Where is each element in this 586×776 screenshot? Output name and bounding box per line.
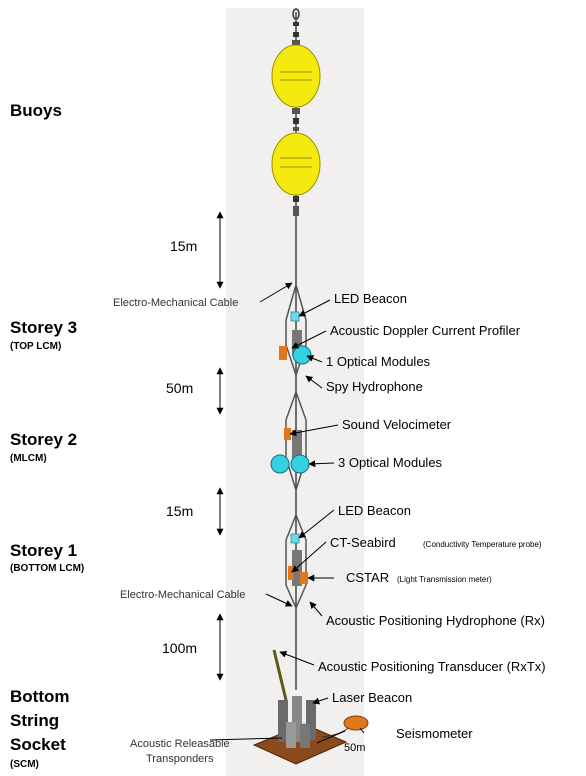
- distance-label-5: 50m: [344, 742, 366, 754]
- adcp-instrument: [279, 346, 287, 360]
- annotation-led-bottom: LED Beacon: [338, 503, 411, 518]
- label-storey3-sub: (TOP LCM): [10, 341, 62, 352]
- annotation-laser: Laser Beacon: [332, 690, 413, 705]
- annotation-art-line2: Transponders: [146, 753, 214, 765]
- led-beacon-top: [290, 311, 300, 322]
- annotation-seis: Seismometer: [396, 726, 473, 741]
- label-storey1-sub: (BOTTOM LCM): [10, 563, 85, 574]
- annotation-cstar-note: (Light Transmission meter): [397, 575, 492, 584]
- distance-arrow-5: [316, 730, 346, 744]
- led-beacon-bottom: [290, 533, 300, 544]
- annotation-emc-bottom: Electro-Mechanical Cable: [120, 589, 246, 601]
- annotation-apt: Acoustic Positioning Transducer (RxTx): [318, 659, 546, 674]
- buoy-upper: [271, 44, 321, 108]
- buoys-assembly: [271, 8, 321, 216]
- distance-label-1: 15m: [170, 238, 198, 254]
- label-bss-sub: (SCM): [10, 759, 39, 770]
- label-bss-line3: Socket: [10, 735, 66, 754]
- annotation-sv: Sound Velocimeter: [342, 417, 452, 432]
- label-buoys: Buoys: [10, 101, 62, 120]
- label-storey1: Storey 1: [10, 541, 78, 560]
- distance-label-4: 100m: [162, 640, 198, 656]
- sound-velocimeter: [284, 428, 291, 440]
- annotation-spy: Spy Hydrophone: [326, 379, 423, 394]
- label-bss-line2: String: [10, 711, 60, 730]
- annotation-art-line1: Acoustic Releasable: [130, 738, 230, 750]
- annotation-cstar: CSTAR: [346, 570, 390, 585]
- distance-label-3: 15m: [166, 503, 194, 519]
- annotation-ct: CT-Seabird: [330, 535, 396, 550]
- seismometer-unit: [343, 715, 369, 731]
- leader-lines: [209, 282, 365, 741]
- label-storey2-sub: (MLCM): [10, 453, 47, 464]
- buoy-lower: [271, 132, 321, 196]
- label-storey2: Storey 2: [10, 430, 78, 449]
- annotation-ct-note: (Conductivity Temperature probe): [423, 540, 542, 549]
- annotation-led-top: LED Beacon: [334, 291, 407, 306]
- label-bss-line1: Bottom: [10, 687, 70, 706]
- annotation-emc-top: Electro-Mechanical Cable: [113, 297, 239, 309]
- optical-module-1: [292, 345, 312, 365]
- annotation-om3: 3 Optical Modules: [338, 455, 443, 470]
- optical-module-2b: [290, 454, 310, 474]
- optical-module-2a: [270, 454, 290, 474]
- annotation-om1: 1 Optical Modules: [326, 354, 431, 369]
- label-storey3: Storey 3: [10, 318, 78, 337]
- ct-seabird: [288, 566, 294, 580]
- cstar-instrument: [300, 572, 308, 584]
- distance-label-2: 50m: [166, 380, 194, 396]
- annotation-adcp: Acoustic Doppler Current Profiler: [330, 323, 521, 338]
- storey2-frame: [270, 391, 310, 491]
- annotation-aph: Acoustic Positioning Hydrophone (Rx): [326, 613, 545, 628]
